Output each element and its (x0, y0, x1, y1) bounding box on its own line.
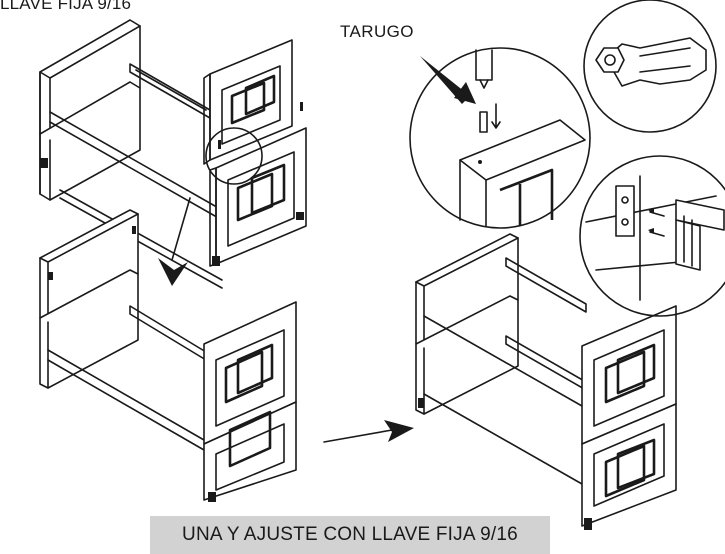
down-arrow-icon (158, 197, 191, 286)
step1-assembly (39, 19, 307, 289)
bracket-detail (579, 155, 725, 317)
wrench-detail (583, 0, 717, 133)
instruction-caption: UNA Y AJUSTE CON LLAVE FIJA 9/16 (150, 516, 550, 554)
step2-assembly (39, 209, 297, 502)
wrench-size-label: LLAVE FIJA 9/16 (0, 0, 132, 13)
finished-assembly (415, 233, 677, 530)
right-arrow-icon (323, 420, 414, 443)
caption-text: UNA Y AJUSTE CON LLAVE FIJA 9/16 (182, 524, 518, 545)
dowel-label: TARUGO (340, 22, 414, 41)
dowel-detail (409, 47, 591, 229)
